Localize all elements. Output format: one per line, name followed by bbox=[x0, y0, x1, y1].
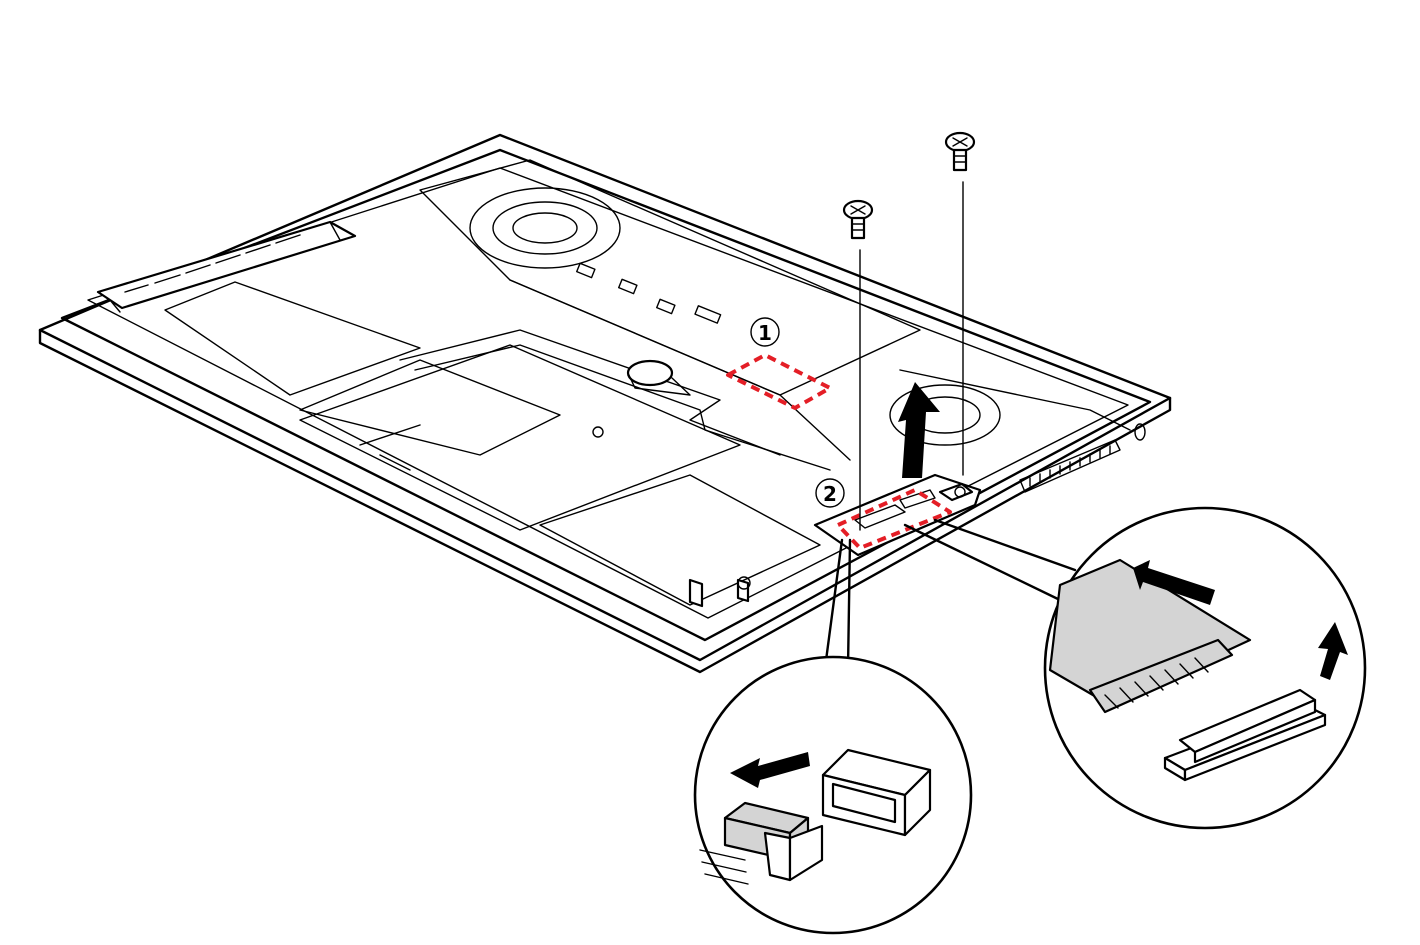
cooling-fan bbox=[469, 187, 621, 269]
laptop-chassis bbox=[38, 133, 1172, 674]
up-arrow-icon bbox=[898, 382, 940, 478]
step-2-label: 2 bbox=[823, 482, 837, 506]
callout-zif-connector bbox=[1043, 506, 1367, 830]
step-2-marker: 2 bbox=[815, 478, 845, 508]
screw-icon bbox=[944, 131, 976, 476]
round-pad bbox=[626, 359, 691, 396]
connector-icon bbox=[1163, 688, 1327, 782]
left-arrow-icon bbox=[730, 752, 810, 788]
memory-module bbox=[96, 220, 357, 313]
connector-icon bbox=[821, 748, 932, 837]
callout-leaders bbox=[823, 518, 1077, 670]
heatsink-plate bbox=[419, 159, 921, 461]
cable-icon bbox=[699, 801, 824, 885]
screw-icon bbox=[842, 199, 874, 531]
step-1-marker: 1 bbox=[750, 317, 780, 347]
left-arrow-icon bbox=[1133, 560, 1215, 605]
vent-grille bbox=[1019, 423, 1146, 493]
ribbon-cable-closeup bbox=[1048, 558, 1252, 714]
step-1-label: 1 bbox=[758, 321, 772, 345]
connector-bracket bbox=[813, 473, 982, 557]
highlight-step-1 bbox=[726, 353, 832, 410]
battery-left bbox=[164, 281, 561, 456]
battery-lower bbox=[299, 344, 821, 608]
ribbon-cable bbox=[399, 329, 831, 471]
callout-cable-connector bbox=[693, 655, 973, 935]
up-arrow-icon bbox=[1318, 622, 1348, 680]
highlight-step-2 bbox=[836, 488, 952, 550]
